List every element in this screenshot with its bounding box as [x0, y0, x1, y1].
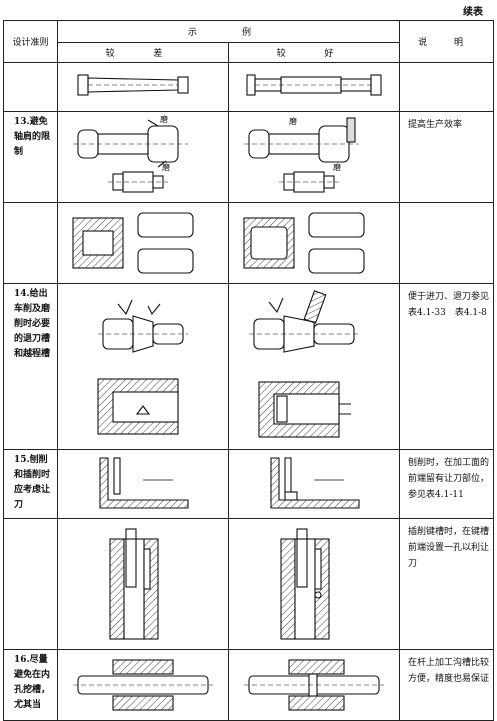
header-example: 示 例 — [56, 20, 401, 43]
rule-cell — [3, 62, 58, 112]
rule-cell — [3, 518, 58, 650]
rule-cell — [3, 202, 58, 284]
figure-good-undercut — [227, 283, 401, 450]
figure-bad-undercut — [57, 283, 229, 450]
figure-bad-shoulder-grinding: 磨 磨 — [57, 111, 229, 203]
figure-good-shoulder-grinding: 磨 磨 — [227, 111, 401, 203]
note-cell-13: 提高生产效率 — [399, 111, 495, 203]
grind-label: 磨 — [162, 162, 170, 172]
figure-bad-bushing — [57, 202, 229, 284]
note-cell: 插削键槽时，在键槽前端设置一孔以利让刀 — [399, 518, 495, 650]
header-good: 较 好 — [227, 42, 401, 63]
header-rule: 设计准则 — [3, 20, 58, 63]
rule-cell-15: 15.刨削和插削时应考虑让刀 — [3, 449, 58, 519]
figure-bad-planing — [57, 449, 229, 519]
figure-bad-slotting — [57, 518, 229, 650]
figure-bad-stepped-shaft — [57, 62, 229, 112]
design-rules-table: 设计准则 示 例 说 明 较 差 较 好 — [3, 20, 495, 721]
note-cell-14: 便于进刀、退刀参见表4.1-33 表4.1-8 — [399, 283, 495, 450]
header-note: 说 明 — [399, 20, 495, 63]
figure-good-planing — [227, 449, 401, 519]
figure-good-external-groove — [227, 649, 401, 721]
grind-label: 磨 — [333, 162, 341, 172]
rule-cell-16: 16.尽量避免在内孔挖槽，尤其当 — [3, 649, 58, 721]
figure-good-stepped-shaft — [227, 62, 401, 112]
continued-label: 续表 — [463, 7, 483, 18]
figure-good-bushing — [227, 202, 401, 284]
note-cell-16: 在杆上加工沟槽比较方便，精度也易保证 — [399, 649, 495, 721]
grind-label: 磨 — [160, 114, 168, 124]
note-cell — [399, 62, 495, 112]
header-bad: 较 差 — [57, 42, 229, 63]
note-cell — [399, 202, 495, 284]
rule-cell-13: 13.避免轴肩的限制 — [3, 111, 58, 203]
figure-bad-internal-groove — [57, 649, 229, 721]
note-cell-15: 刨削时，在加工面的前端留有让刀部位，参见表4.1-11 — [399, 449, 495, 519]
grind-label: 磨 — [289, 116, 297, 126]
figure-good-slotting — [227, 518, 401, 650]
rule-cell-14: 14.给出车削及磨削时必要的退刀槽和越程槽 — [3, 283, 58, 450]
